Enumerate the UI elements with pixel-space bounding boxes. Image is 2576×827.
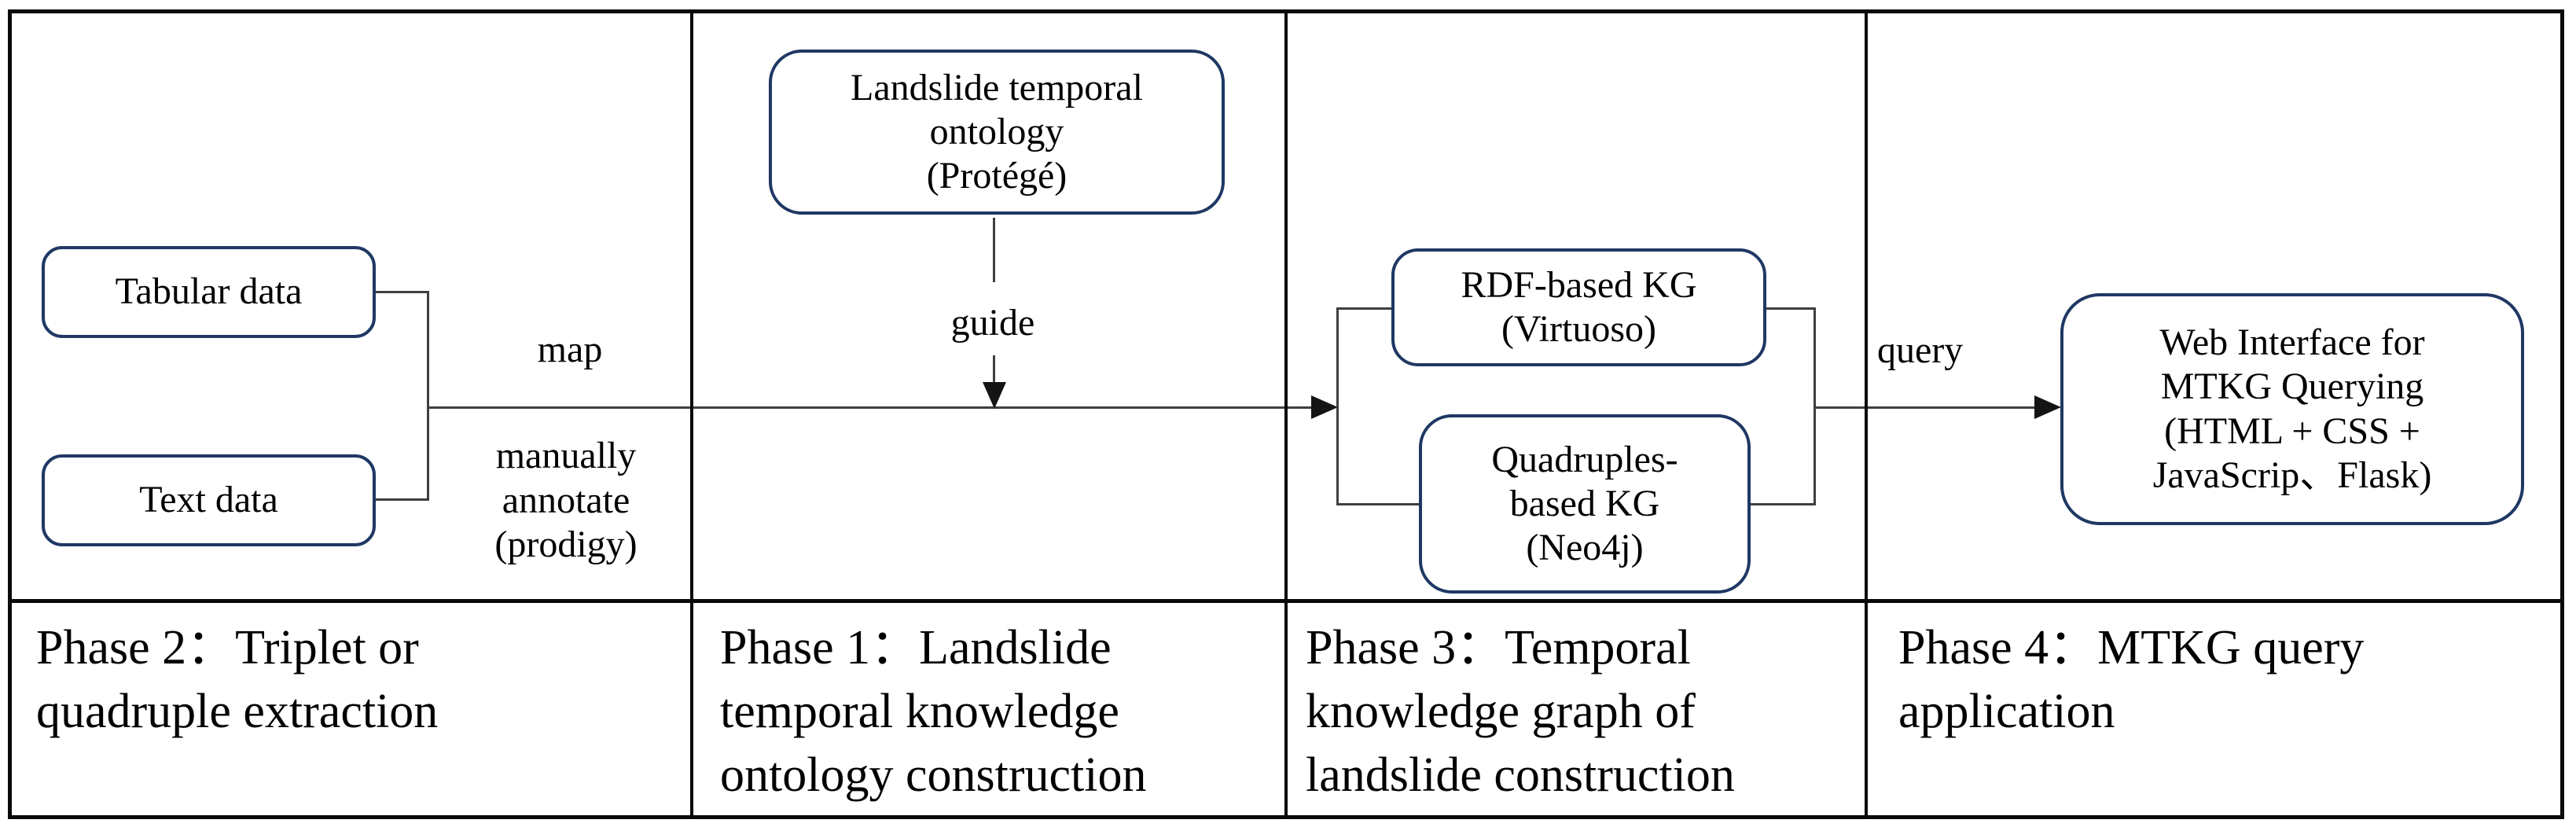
connector-bracket-left [1336, 307, 1339, 505]
node-label: Web Interface for MTKG Querying (HTML + … [2152, 322, 2432, 496]
phase-4-caption: Phase 4：MTKG query application [1898, 621, 2365, 739]
edge-label-manually-annotate: manually annotate (prodigy) [494, 435, 638, 566]
node-text-data: Text data [42, 454, 376, 546]
connector-junction-vertical [427, 291, 429, 501]
node-tabular-data: Tabular data [42, 246, 376, 338]
column-divider-1 [690, 9, 693, 819]
node-label: Quadruples- based KG (Neo4j) [1491, 438, 1678, 569]
node-label: Text data [139, 479, 278, 521]
arrowhead-down-icon [983, 382, 1006, 409]
connector-main-flow [427, 406, 1315, 409]
column-divider-3 [1865, 9, 1868, 819]
edge-label-guide: guide [950, 302, 1035, 344]
arrowhead-right-icon [1311, 395, 1338, 419]
phase-2-caption: Phase 2：Triplet or quadruple extraction [36, 621, 439, 739]
connector-query-flow [1813, 406, 2036, 409]
connector-guide-lower [993, 355, 995, 385]
edge-label-query: query [1877, 329, 1964, 371]
node-label: Tabular data [115, 270, 303, 313]
node-landslide-temporal-ontology: Landslide temporal ontology (Protégé) [769, 50, 1225, 215]
phase-1-caption: Phase 1：Landslide temporal knowledge ont… [720, 621, 1147, 803]
connector-guide-upper [993, 218, 995, 282]
node-web-interface: Web Interface for MTKG Querying (HTML + … [2060, 293, 2524, 525]
row-divider [8, 599, 2564, 603]
column-divider-2 [1284, 9, 1288, 819]
connector-bracket-to-quadruples [1336, 503, 1421, 505]
node-rdf-based-kg: RDF-based KG (Virtuoso) [1391, 248, 1766, 366]
node-quadruples-based-kg: Quadruples- based KG (Neo4j) [1419, 414, 1751, 594]
phase-3-caption: Phase 3：Temporal knowledge graph of land… [1306, 621, 1735, 803]
connector-bracket-to-rdf [1336, 307, 1395, 310]
connector-rdf-to-bracket [1762, 307, 1816, 310]
connector-text-to-junction [376, 498, 429, 501]
node-label: RDF-based KG (Virtuoso) [1461, 263, 1697, 350]
arrowhead-right-icon [2034, 395, 2061, 419]
connector-quadruples-to-bracket [1747, 503, 1816, 505]
node-label: Landslide temporal ontology (Protégé) [851, 66, 1143, 197]
connector-tabular-to-junction [376, 291, 429, 293]
edge-label-map: map [537, 329, 603, 370]
